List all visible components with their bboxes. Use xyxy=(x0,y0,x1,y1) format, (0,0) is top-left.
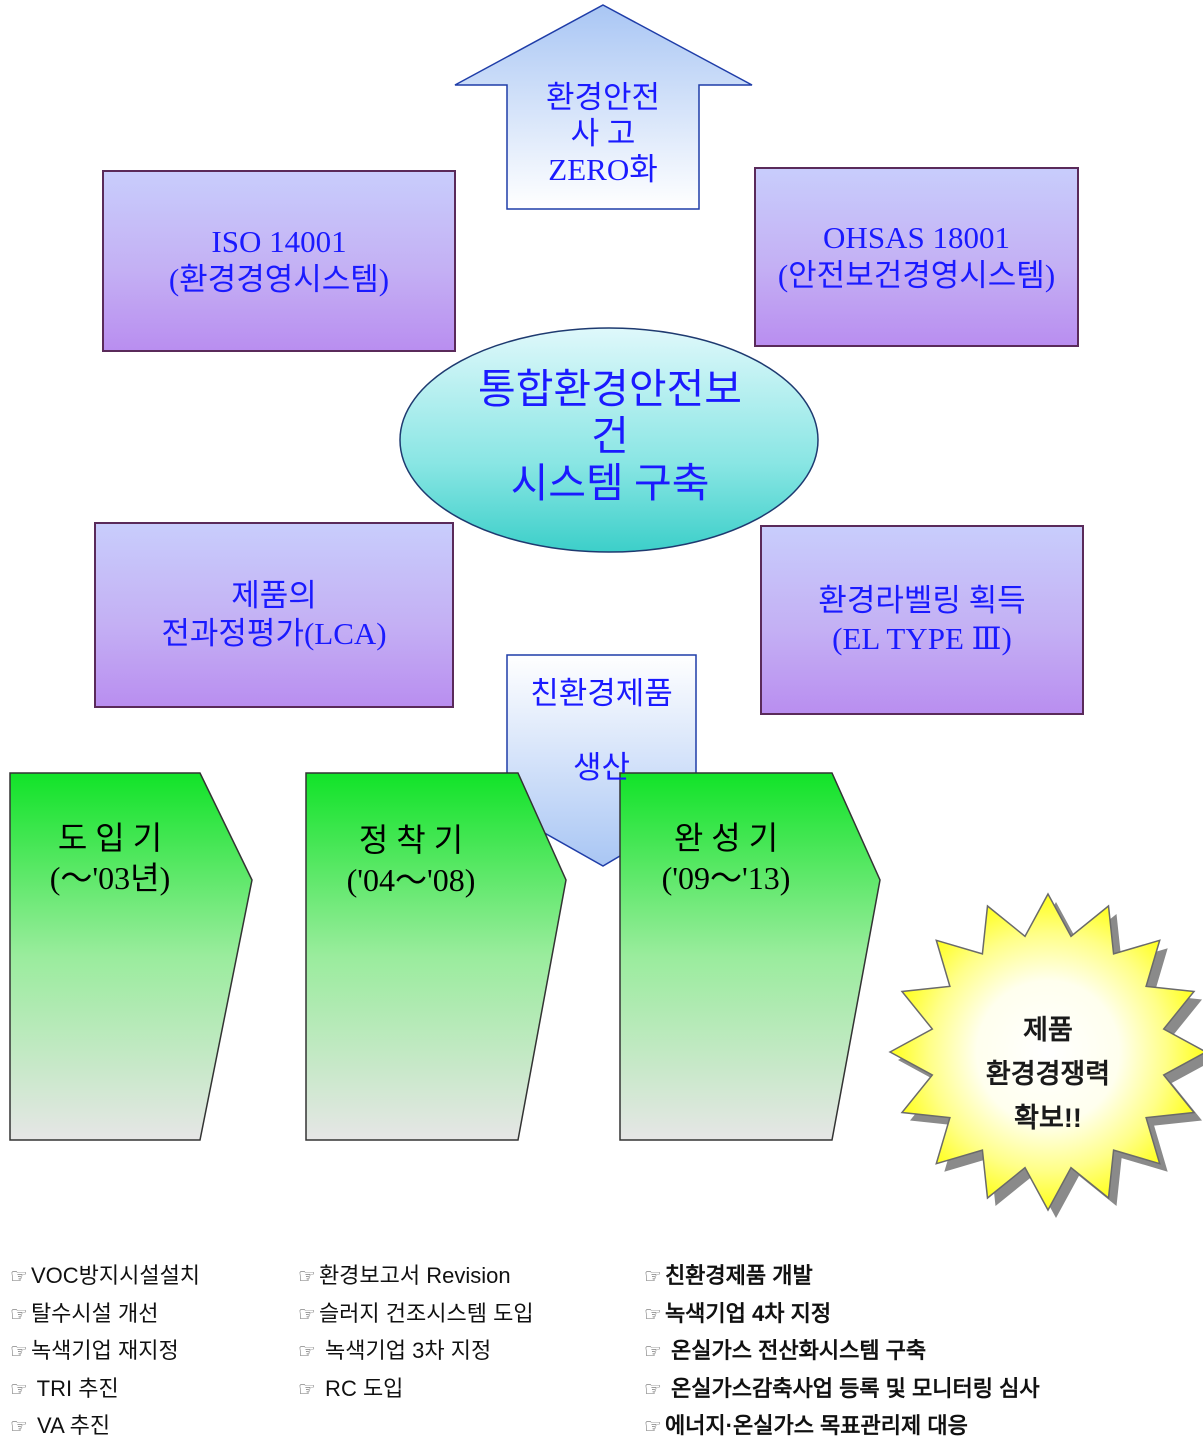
stage-1-name: 도 입 기 xyxy=(57,820,163,856)
activity-text: 친환경제품 개발 xyxy=(664,1263,813,1288)
activity-item: ☞녹색기업 재지정 xyxy=(10,1333,200,1371)
stage-shape-2 xyxy=(305,772,567,1141)
ohsas-box-line-1: OHSAS 18001 xyxy=(823,220,1010,255)
activity-text: 환경보고서 Revision xyxy=(318,1263,511,1288)
label-box-line-2: (EL TYPE Ⅲ) xyxy=(832,621,1012,656)
pointing-hand-icon: ☞ xyxy=(644,1266,662,1288)
activity-text: 에너지·온실가스 목표관리제 대응 xyxy=(664,1413,968,1438)
activity-item: ☞ 온실가스감축사업 등록 및 모니터링 심사 xyxy=(644,1371,1040,1409)
goal-star-shape xyxy=(888,892,1203,1212)
goal-line-3: 확보!! xyxy=(1014,1103,1082,1133)
stage-2-period: ('04～'08) xyxy=(346,862,476,898)
activities-col-1: ☞VOC방지시설설치 ☞탈수시설 개선 ☞녹색기업 재지정 ☞ TRI 추진 ☞… xyxy=(10,1258,200,1446)
activity-text: 탈수시설 개선 xyxy=(30,1300,159,1326)
pointing-hand-icon: ☞ xyxy=(10,1378,28,1401)
activity-text: 녹색기업 3차 지정 xyxy=(318,1338,492,1363)
center-line-1: 통합환경안전보 xyxy=(477,366,743,412)
activity-text: 온실가스감축사업 등록 및 모니터링 심사 xyxy=(664,1375,1040,1401)
bottom-arrow-line-2: 생산 xyxy=(572,750,631,785)
activity-text: 녹색기업 4차 지정 xyxy=(664,1300,832,1326)
activity-text: 슬러지 건조시스템 도입 xyxy=(318,1300,534,1326)
activity-item: ☞ RC 도입 xyxy=(298,1371,534,1409)
activity-item: ☞ TRI 추진 xyxy=(10,1371,200,1409)
eco-label-box: 환경라벨링 획득 (EL TYPE Ⅲ) xyxy=(760,525,1084,715)
ohsas-18001-box: OHSAS 18001 (안전보건경영시스템) xyxy=(754,167,1079,347)
label-box-line-1: 환경라벨링 획득 xyxy=(818,583,1026,618)
lca-box: 제품의 전과정평가(LCA) xyxy=(94,522,454,708)
activities-col-3: ☞친환경제품 개발 ☞녹색기업 4차 지정 ☞ 온실가스 전산화시스템 구축 ☞… xyxy=(644,1258,1040,1446)
top-arrow-line-2: 사 고 xyxy=(570,116,636,151)
activity-item: ☞탈수시설 개선 xyxy=(10,1296,200,1334)
lca-box-line-2: 전과정평가(LCA) xyxy=(161,616,387,651)
iso-box-line-2: (환경경영시스템) xyxy=(168,262,390,297)
pointing-hand-icon: ☞ xyxy=(10,1341,28,1363)
activity-text: VA 추진 xyxy=(30,1413,111,1438)
goal-label: 제품 환경경쟁력 확보!! xyxy=(948,1008,1148,1140)
center-line-2: 건 xyxy=(591,413,629,459)
pointing-hand-icon: ☞ xyxy=(10,1266,28,1288)
activity-text: VOC방지시설설치 xyxy=(30,1263,201,1288)
iso-14001-box: ISO 14001 (환경경영시스템) xyxy=(102,170,456,352)
activities-col-2: ☞환경보고서 Revision ☞슬러지 건조시스템 도입 ☞ 녹색기업 3차 … xyxy=(298,1258,534,1408)
pointing-hand-icon: ☞ xyxy=(298,1378,316,1401)
goal-line-1: 제품 xyxy=(1023,1015,1073,1045)
stage-3-period: ('09～'13) xyxy=(661,860,791,896)
activity-item: ☞녹색기업 4차 지정 xyxy=(644,1296,1040,1334)
pointing-hand-icon: ☞ xyxy=(644,1303,662,1326)
activity-item: ☞ 온실가스 전산화시스템 구축 xyxy=(644,1333,1040,1371)
activity-item: ☞슬러지 건조시스템 도입 xyxy=(298,1296,534,1334)
stage-1-label: 도 입 기 (～'03년) xyxy=(10,818,210,898)
stage-2-label: 정 착 기 ('04～'08) xyxy=(306,820,516,900)
pointing-hand-icon: ☞ xyxy=(644,1378,662,1401)
iso-box-line-1: ISO 14001 xyxy=(211,224,347,259)
activity-item: ☞친환경제품 개발 xyxy=(644,1258,1040,1296)
stage-3-label: 완 성 기 ('09～'13) xyxy=(620,818,832,898)
activity-item: ☞ 녹색기업 3차 지정 xyxy=(298,1333,534,1371)
activity-item: ☞ VA 추진 xyxy=(10,1408,200,1446)
top-arrow-line-1: 환경안전 xyxy=(545,80,661,115)
activity-text: RC 도입 xyxy=(318,1375,404,1401)
pointing-hand-icon: ☞ xyxy=(10,1416,28,1438)
stage-2-name: 정 착 기 xyxy=(358,822,464,858)
stage-1-period: (～'03년) xyxy=(49,860,171,896)
top-arrow-line-3: ZERO화 xyxy=(548,152,658,187)
lca-box-line-1: 제품의 xyxy=(231,578,317,613)
pointing-hand-icon: ☞ xyxy=(298,1303,316,1326)
pointing-hand-icon: ☞ xyxy=(298,1341,316,1363)
top-arrow-shape xyxy=(454,4,753,210)
pointing-hand-icon: ☞ xyxy=(644,1416,662,1438)
center-label: 통합환경안전보 건 시스템 구축 xyxy=(420,366,800,507)
activity-item: ☞에너지·온실가스 목표관리제 대응 xyxy=(644,1408,1040,1446)
pointing-hand-icon: ☞ xyxy=(298,1266,316,1288)
center-line-3: 시스템 구축 xyxy=(510,460,710,506)
bottom-arrow-line-1: 친환경제품 xyxy=(530,676,673,711)
top-arrow-label: 환경안전 사 고 ZERO화 xyxy=(507,80,699,188)
goal-line-2: 환경경쟁력 xyxy=(985,1059,1111,1089)
stage-shape-1 xyxy=(9,772,253,1141)
pointing-hand-icon: ☞ xyxy=(644,1341,662,1363)
activity-text: TRI 추진 xyxy=(30,1375,119,1401)
stage-shape-3 xyxy=(619,772,881,1141)
activity-text: 녹색기업 재지정 xyxy=(30,1338,179,1363)
pointing-hand-icon: ☞ xyxy=(10,1303,28,1326)
center-ellipse-shape xyxy=(399,327,819,553)
stage-3-name: 완 성 기 xyxy=(673,820,779,856)
ohsas-box-line-2: (안전보건경영시스템) xyxy=(777,258,1056,293)
activity-item: ☞환경보고서 Revision xyxy=(298,1258,534,1296)
activity-item: ☞VOC방지시설설치 xyxy=(10,1258,200,1296)
activity-text: 온실가스 전산화시스템 구축 xyxy=(664,1338,927,1363)
